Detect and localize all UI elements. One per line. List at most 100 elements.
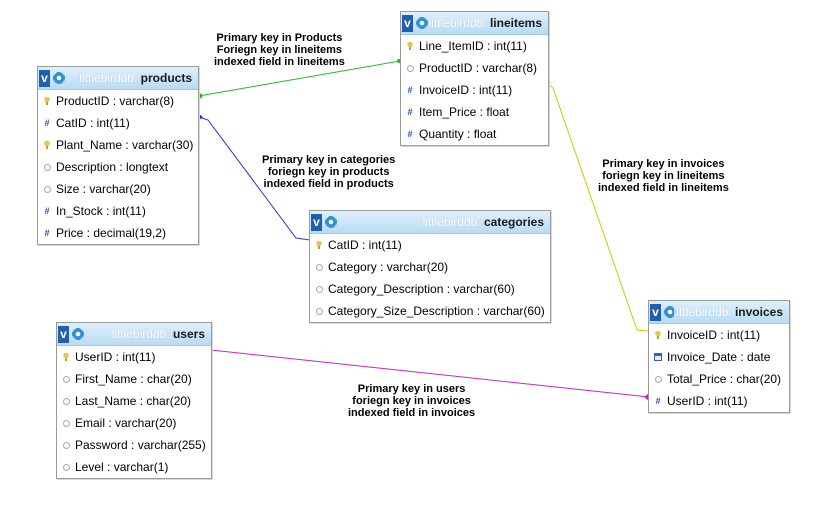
text-field-icon — [316, 307, 323, 315]
field-label: Category_Description : varchar(60) — [328, 282, 515, 296]
field-row[interactable]: Size : varchar(20) — [38, 178, 198, 200]
field-label: Price : decimal(19,2) — [56, 226, 167, 240]
field-label: Size : varchar(20) — [56, 182, 151, 196]
field-label: CatID : int(11) — [328, 238, 402, 252]
field-label: Plant_Name : varchar(30) — [56, 138, 194, 152]
field-label: Password : varchar(255) — [75, 438, 206, 452]
collapse-toggle-icon[interactable]: v — [402, 14, 413, 32]
key-icon — [406, 42, 414, 50]
gear-icon[interactable] — [72, 328, 84, 340]
field-row[interactable]: Category_Description : varchar(60) — [310, 278, 550, 300]
field-label: Description : longtext — [56, 160, 169, 174]
field-row[interactable]: UserID : int(11) — [649, 390, 789, 412]
field-row[interactable]: Email : varchar(20) — [57, 412, 211, 434]
field-row[interactable]: Quantity : float — [401, 123, 548, 145]
collapse-toggle-icon[interactable]: v — [650, 303, 661, 321]
field-row[interactable]: Item_Price : float — [401, 101, 548, 123]
text-field-icon — [407, 64, 414, 72]
text-field-icon — [655, 375, 662, 383]
field-row[interactable]: Invoice_Date : date — [649, 346, 789, 368]
table-products[interactable]: v littlebirddb. products ProductID : var… — [37, 66, 199, 245]
key-icon — [315, 241, 323, 249]
field-label: CatID : int(11) — [56, 116, 130, 130]
field-row[interactable]: ProductID : varchar(8) — [38, 90, 198, 112]
field-row[interactable]: Description : longtext — [38, 156, 198, 178]
relation-end-products-categories — [198, 113, 203, 121]
table-title: littlebirddb. users — [111, 327, 205, 341]
relation-note-products-lineitems: Primary key in Products Foriegn key in l… — [214, 32, 345, 68]
table-categories[interactable]: v littlebirddb. categories CatID : int(1… — [309, 210, 551, 323]
field-row[interactable]: In_Stock : int(11) — [38, 200, 198, 222]
table-users[interactable]: v littlebirddb. users UserID : int(11)Fi… — [56, 322, 212, 479]
text-field-icon — [44, 185, 51, 193]
table-header[interactable]: v littlebirddb. categories — [310, 211, 550, 234]
relation-note-lineitems-invoices: Primary key in invoices foriegn key in l… — [598, 158, 729, 194]
field-label: Line_ItemID : int(11) — [419, 39, 527, 53]
field-row[interactable]: Line_ItemID : int(11) — [401, 35, 548, 57]
field-row[interactable]: Price : decimal(19,2) — [38, 222, 198, 244]
key-icon — [43, 141, 51, 149]
field-row[interactable]: ProductID : varchar(8) — [401, 57, 548, 79]
gear-icon[interactable] — [416, 17, 428, 29]
text-field-icon — [44, 163, 51, 171]
field-label: InvoiceID : int(11) — [419, 83, 513, 97]
collapse-toggle-icon[interactable]: v — [58, 325, 69, 343]
text-field-icon — [316, 263, 323, 271]
table-title: littlebirddb. invoices — [673, 305, 783, 319]
gear-icon[interactable] — [664, 306, 676, 318]
numeric-field-icon — [43, 119, 51, 127]
text-field-icon — [63, 397, 70, 405]
field-row[interactable]: First_Name : char(20) — [57, 368, 211, 390]
field-label: Invoice_Date : date — [667, 350, 771, 364]
field-row[interactable]: Plant_Name : varchar(30) — [38, 134, 198, 156]
text-field-icon — [63, 419, 70, 427]
field-row[interactable]: Level : varchar(1) — [57, 456, 211, 478]
table-title: littlebirddb. lineitems — [428, 16, 542, 30]
gear-icon[interactable] — [53, 72, 65, 84]
field-row[interactable]: Last_Name : char(20) — [57, 390, 211, 412]
numeric-field-icon — [406, 86, 414, 94]
numeric-field-icon — [43, 229, 51, 237]
field-label: UserID : int(11) — [667, 394, 748, 408]
table-header[interactable]: v littlebirddb. products — [38, 67, 198, 90]
table-invoices[interactable]: v littlebirddb. invoices InvoiceID : int… — [648, 300, 790, 413]
field-label: Last_Name : char(20) — [75, 394, 192, 408]
field-row[interactable]: InvoiceID : int(11) — [649, 324, 789, 346]
field-row[interactable]: Total_Price : char(20) — [649, 368, 789, 390]
table-header[interactable]: v littlebirddb. users — [57, 323, 211, 346]
relation-line-lineitems-invoices — [546, 82, 649, 332]
numeric-field-icon — [406, 130, 414, 138]
field-label: ProductID : varchar(8) — [419, 61, 538, 75]
table-header[interactable]: v littlebirddb. invoices — [649, 301, 789, 324]
gear-icon[interactable] — [325, 216, 337, 228]
table-title: littlebirddb. products — [79, 71, 192, 85]
table-header[interactable]: v littlebirddb. lineitems — [401, 12, 548, 35]
table-title: littlebirddb. categories — [422, 215, 544, 229]
field-label: Quantity : float — [419, 127, 497, 141]
field-label: InvoiceID : int(11) — [667, 328, 761, 342]
field-row[interactable]: CatID : int(11) — [310, 234, 550, 256]
field-row[interactable]: Category_Size_Description : varchar(60) — [310, 300, 550, 322]
relation-line-products-lineitems — [198, 60, 401, 97]
key-icon — [62, 353, 70, 361]
field-label: Email : varchar(20) — [75, 416, 177, 430]
field-row[interactable]: UserID : int(11) — [57, 346, 211, 368]
text-field-icon — [316, 285, 323, 293]
text-field-icon — [63, 441, 70, 449]
field-row[interactable]: CatID : int(11) — [38, 112, 198, 134]
relation-note-products-categories: Primary key in categories foriegn key in… — [262, 154, 396, 190]
numeric-field-icon — [406, 108, 414, 116]
field-row[interactable]: Password : varchar(255) — [57, 434, 211, 456]
field-label: In_Stock : int(11) — [56, 204, 146, 218]
collapse-toggle-icon[interactable]: v — [311, 213, 322, 231]
numeric-field-icon — [654, 397, 662, 405]
relation-line-products-categories — [198, 116, 311, 241]
table-lineitems[interactable]: v littlebirddb. lineitems Line_ItemID : … — [400, 11, 549, 146]
collapse-toggle-icon[interactable]: v — [39, 69, 50, 87]
relation-end-invoices-users — [644, 393, 649, 401]
field-label: ProductID : varchar(8) — [56, 94, 175, 108]
numeric-field-icon — [43, 207, 51, 215]
field-label: Category : varchar(20) — [328, 260, 449, 274]
field-row[interactable]: Category : varchar(20) — [310, 256, 550, 278]
field-row[interactable]: InvoiceID : int(11) — [401, 79, 548, 101]
